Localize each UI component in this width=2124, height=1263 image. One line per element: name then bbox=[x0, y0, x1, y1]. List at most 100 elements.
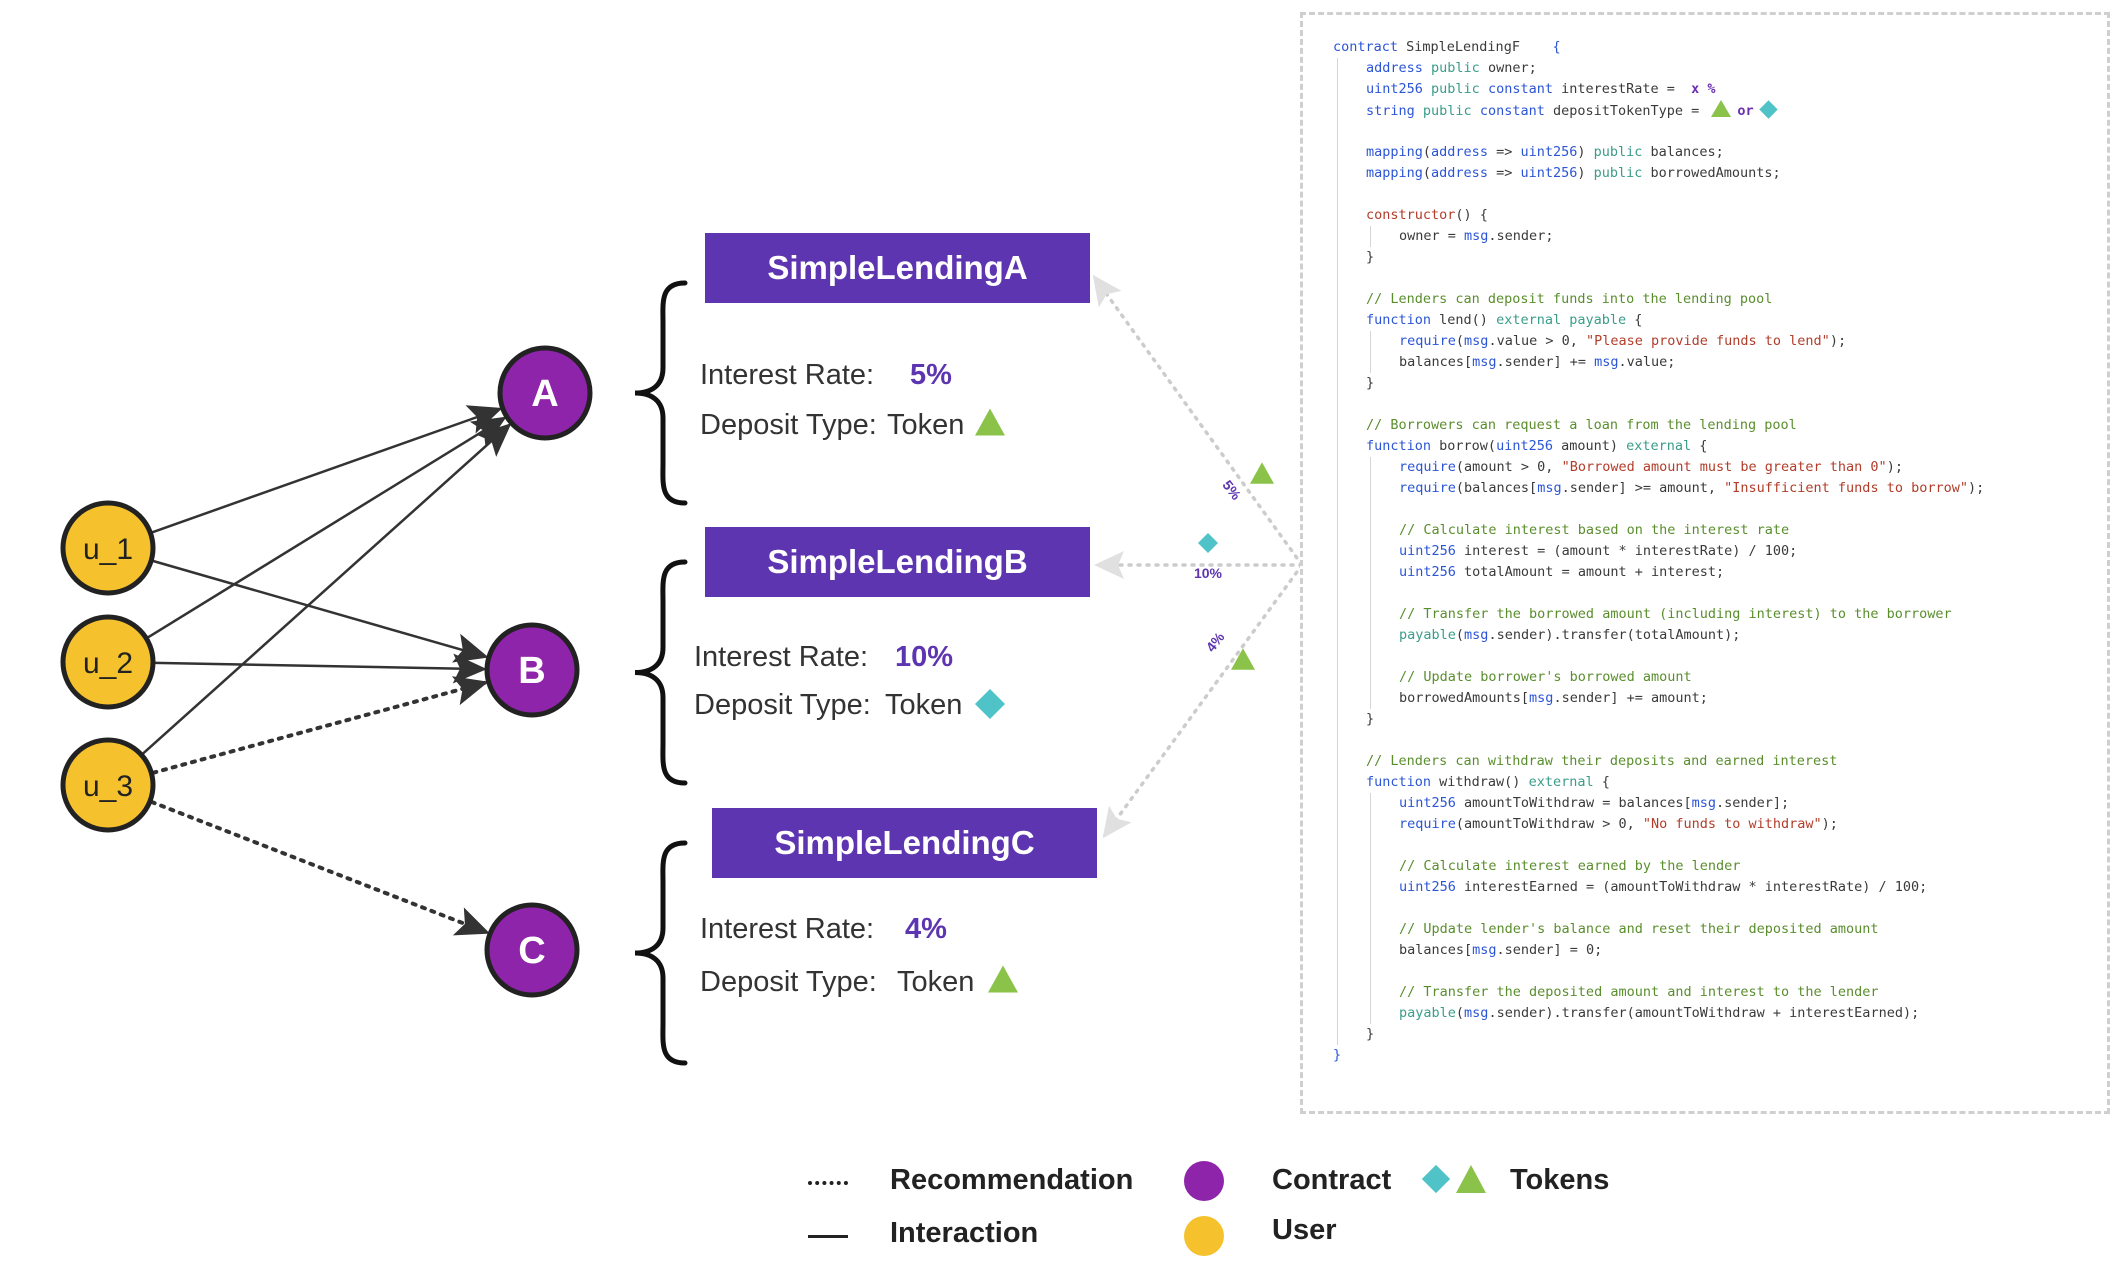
code-token: withdraw() bbox=[1439, 774, 1529, 790]
edges-layer bbox=[142, 405, 512, 936]
code-token: uint256 bbox=[1366, 81, 1432, 97]
contract-header bbox=[712, 808, 1097, 878]
interest-rate-value: 5% bbox=[910, 359, 952, 391]
code-token: // Transfer the deposited amount and int… bbox=[1399, 984, 1879, 1000]
deposit-type-value: Token bbox=[885, 689, 962, 721]
code-token: payable bbox=[1399, 627, 1456, 643]
code-token: public bbox=[1431, 81, 1488, 97]
code-token: => bbox=[1487, 165, 1521, 181]
code-token: "Please provide funds to lend" bbox=[1585, 333, 1830, 349]
contract-title: SimpleLendingB bbox=[767, 543, 1027, 580]
contract-code-panel: contract SimpleLendingF {address public … bbox=[1300, 12, 2110, 1114]
code-token: uint256 bbox=[1399, 543, 1465, 559]
code-token: function bbox=[1366, 312, 1440, 328]
code-token: borrow( bbox=[1439, 438, 1497, 454]
code-token: // Lenders can withdraw their deposits a… bbox=[1366, 753, 1838, 769]
code-link-A bbox=[1092, 274, 1304, 567]
code-line: } bbox=[1333, 1045, 2103, 1066]
code-token: or bbox=[1737, 103, 1754, 119]
code-token: (amount > 0, bbox=[1455, 459, 1562, 475]
code-token: // Transfer the borrowed amount (includi… bbox=[1399, 606, 1952, 622]
user-circle-icon bbox=[1184, 1216, 1224, 1256]
code-token: msg bbox=[1594, 354, 1619, 370]
contract-node-B: B bbox=[484, 622, 580, 718]
deposit-type-value: Token bbox=[887, 409, 964, 441]
edge-recommendation-u3-B bbox=[151, 676, 489, 775]
code-token: owner; bbox=[1487, 60, 1537, 76]
interest-rate-value: 4% bbox=[905, 913, 947, 945]
code-lines: contract SimpleLendingF {address public … bbox=[1333, 37, 2103, 1066]
code-line: // Calculate interest earned by the lend… bbox=[1333, 856, 2103, 877]
code-token: ( bbox=[1422, 165, 1432, 181]
code-token: mapping bbox=[1366, 165, 1423, 181]
deposit-type-value: Token bbox=[897, 966, 974, 998]
link-diamond-token-icon bbox=[1198, 533, 1218, 553]
code-line: mapping(address => uint256) public balan… bbox=[1333, 142, 2103, 163]
code-line bbox=[1333, 583, 2103, 604]
code-token: mapping bbox=[1366, 144, 1423, 160]
code-line bbox=[1333, 184, 2103, 205]
code-token: interestEarned = (amountToWithdraw * int… bbox=[1464, 879, 1928, 895]
code-token: string bbox=[1366, 103, 1423, 119]
code-token: // Calculate interest earned by the lend… bbox=[1399, 858, 1741, 874]
code-token: uint256 bbox=[1399, 879, 1465, 895]
code-token: ( bbox=[1455, 333, 1465, 349]
code-token: .sender] >= amount, bbox=[1561, 480, 1725, 496]
indent-guide bbox=[1337, 58, 1338, 1045]
code-line bbox=[1333, 394, 2103, 415]
code-line: // Update borrower's borrowed amount bbox=[1333, 667, 2103, 688]
code-token: address bbox=[1366, 60, 1432, 76]
code-token: require bbox=[1399, 333, 1456, 349]
code-token: constant bbox=[1487, 81, 1562, 97]
code-token: amount) bbox=[1561, 438, 1627, 454]
code-token: balances[ bbox=[1399, 942, 1473, 958]
code-links-layer: 5%10%4% bbox=[1092, 274, 1304, 839]
code-token: msg bbox=[1529, 690, 1554, 706]
link-triangle-token-icon bbox=[1250, 462, 1274, 484]
code-token: x % bbox=[1691, 81, 1716, 97]
interest-rate-label: Interest Rate: bbox=[700, 359, 874, 391]
code-token: .sender).transfer(amountToWithdraw + int… bbox=[1488, 1005, 1920, 1021]
code-token: address bbox=[1431, 165, 1488, 181]
code-link-rate-label: 4% bbox=[1203, 629, 1228, 655]
code-token: function bbox=[1366, 774, 1440, 790]
code-token: "Borrowed amount must be greater than 0" bbox=[1561, 459, 1887, 475]
contract-node-A: A bbox=[497, 345, 593, 441]
user-node-u1: u_1 bbox=[60, 500, 156, 596]
code-token: ( bbox=[1422, 144, 1432, 160]
code-token: } bbox=[1366, 711, 1375, 727]
code-token: { bbox=[1601, 774, 1610, 790]
code-line: require(amountToWithdraw > 0, "No funds … bbox=[1333, 814, 2103, 835]
code-line: constructor() { bbox=[1333, 205, 2103, 226]
code-line: } bbox=[1333, 247, 2103, 268]
recommendation-line-icon bbox=[808, 1181, 848, 1185]
deposit-type-label: Deposit Type: bbox=[694, 689, 871, 721]
code-line bbox=[1333, 121, 2103, 142]
code-token: { bbox=[1699, 438, 1708, 454]
code-line: balances[msg.sender] = 0; bbox=[1333, 940, 2103, 961]
diamond-token-icon bbox=[1421, 1164, 1451, 1194]
code-token: require bbox=[1399, 480, 1456, 496]
code-token: borrowedAmounts; bbox=[1650, 165, 1781, 181]
indent-guide bbox=[1370, 226, 1371, 247]
edge-interaction-u1-A bbox=[151, 405, 503, 534]
code-token: .sender; bbox=[1488, 228, 1554, 244]
triangle-token-icon bbox=[975, 408, 1005, 436]
code-line: function lend() external payable { bbox=[1333, 310, 2103, 331]
code-token: public bbox=[1431, 60, 1488, 76]
code-token: ); bbox=[1967, 480, 1985, 496]
code-line: address public owner; bbox=[1333, 58, 2103, 79]
code-line bbox=[1333, 499, 2103, 520]
code-line bbox=[1333, 898, 2103, 919]
legend: Recommendation Interaction Contract User… bbox=[0, 1150, 2124, 1263]
code-line bbox=[1333, 961, 2103, 982]
contract-header bbox=[705, 527, 1090, 597]
curly-brace bbox=[634, 559, 688, 786]
code-token: msg bbox=[1472, 354, 1497, 370]
code-token: msg bbox=[1472, 942, 1497, 958]
code-line: function borrow(uint256 amount) external… bbox=[1333, 436, 2103, 457]
code-token: uint256 bbox=[1399, 564, 1465, 580]
code-token: msg bbox=[1464, 228, 1489, 244]
code-token: msg bbox=[1537, 480, 1562, 496]
code-line: uint256 totalAmount = amount + interest; bbox=[1333, 562, 2103, 583]
